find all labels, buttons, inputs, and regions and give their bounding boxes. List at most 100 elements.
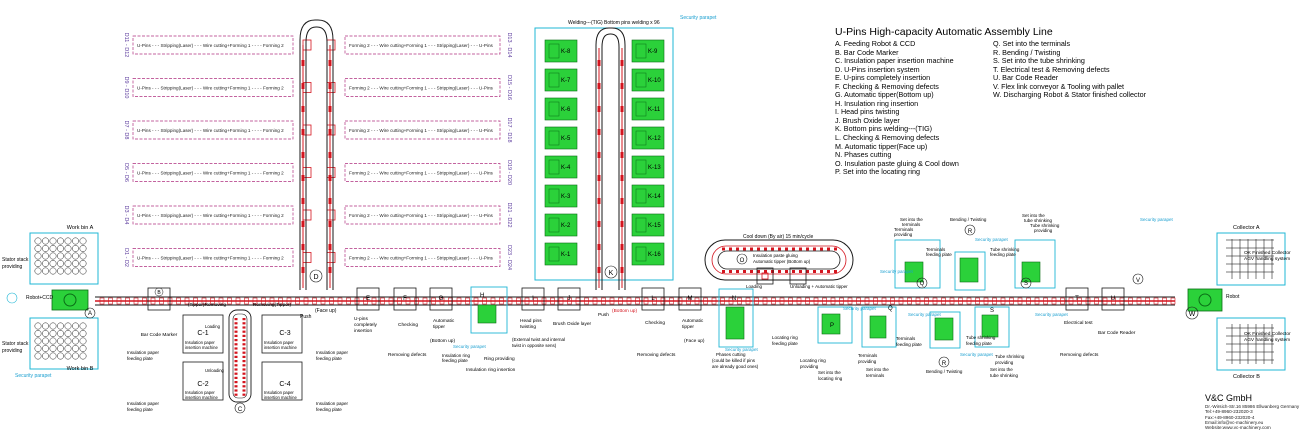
welding-unit[interactable] — [631, 39, 665, 63]
station-i[interactable] — [521, 287, 545, 311]
stator-slot — [64, 345, 72, 352]
welding-unit[interactable] — [631, 242, 665, 266]
station-q-marker — [916, 277, 928, 289]
work-bin-b[interactable] — [34, 322, 87, 360]
machine-c2[interactable] — [182, 361, 224, 401]
stator-stack-top-label-2: providing — [2, 264, 23, 270]
c1-machine-label-1: Insulation paper — [185, 340, 215, 345]
welding-unit[interactable] — [544, 213, 578, 237]
c4-label: C-4 — [279, 381, 290, 388]
pallet-slot — [1128, 297, 1133, 305]
pin-forming-row[interactable] — [132, 78, 294, 97]
welding-unit[interactable] — [631, 68, 665, 92]
stator-slot — [79, 237, 87, 245]
station-n[interactable] — [718, 288, 754, 348]
station-p-frame[interactable] — [817, 306, 853, 344]
pin-forming-row[interactable] — [132, 163, 294, 182]
station-m[interactable] — [678, 287, 702, 311]
q-label-3: Terminals — [894, 227, 914, 232]
pin-forming-row[interactable] — [344, 205, 501, 225]
stator-slot — [49, 245, 57, 252]
pallet-slot — [820, 247, 823, 251]
welder-torch-icon — [548, 101, 560, 117]
pin-row-label: U-Pins - - - Stripping(Laser) - - - Wire… — [137, 43, 284, 48]
c1-machine-label-2: insertion machine — [185, 345, 218, 350]
stator-stack-top-label-1: Stator stack — [2, 257, 29, 263]
pallet-slot — [328, 175, 332, 181]
station-s-bottom[interactable] — [974, 306, 1010, 348]
pin-station-id: D11 - D12 — [123, 33, 129, 58]
pin-forming-row[interactable] — [344, 248, 501, 267]
s-top-label-3: Tube shrinking — [1030, 223, 1060, 228]
collector-a[interactable] — [1226, 239, 1274, 279]
pin-row-label: U-Pins - - - Stripping(Laser) - - - Wire… — [137, 86, 284, 91]
welding-unit[interactable] — [544, 97, 578, 121]
welding-unit[interactable] — [631, 126, 665, 150]
station-h[interactable] — [470, 286, 508, 334]
pin-forming-row[interactable] — [132, 205, 294, 225]
pin-forming-row[interactable] — [132, 35, 294, 55]
loading-unit[interactable] — [756, 267, 774, 285]
pallet-slot — [762, 297, 768, 305]
collector-b[interactable] — [1226, 324, 1274, 364]
station-v-marker — [1132, 273, 1144, 285]
pallet-slot — [873, 297, 878, 305]
welder-torch-icon — [635, 72, 647, 88]
pallet-slot — [533, 297, 538, 305]
pin-forming-row[interactable] — [132, 120, 294, 140]
welding-unit[interactable] — [544, 126, 578, 150]
welding-unit[interactable] — [631, 184, 665, 208]
c1-feeding-label-2: feeding plate — [127, 356, 153, 361]
company-address: Dr.-Wirsich-Str.16 85986 Ellwanberg Germ… — [1205, 404, 1305, 430]
station-g[interactable] — [429, 287, 453, 311]
station-s-top[interactable] — [1014, 239, 1056, 289]
discharging-robot[interactable] — [1187, 288, 1223, 312]
welding-unit[interactable] — [544, 39, 578, 63]
welding-unit[interactable] — [544, 155, 578, 179]
welding-unit[interactable] — [631, 97, 665, 121]
station-l[interactable] — [641, 287, 665, 311]
pallet-slot — [584, 297, 589, 305]
welding-unit[interactable] — [631, 213, 665, 237]
s-top-label-4: providing — [1034, 228, 1053, 233]
welding-unit[interactable] — [544, 242, 578, 266]
station-q-top[interactable] — [894, 239, 941, 289]
station-r-top[interactable] — [954, 251, 986, 291]
pin-forming-row[interactable] — [344, 78, 501, 97]
pallet-slot — [482, 297, 487, 305]
station-f[interactable] — [393, 287, 417, 311]
machine-c4[interactable] — [261, 361, 303, 401]
legend-item: K. Bottom pins welding---(TIG) — [835, 124, 933, 134]
legend-item: D. U-Pins insertion system — [835, 64, 920, 74]
station-q-bottom[interactable] — [861, 306, 897, 348]
welding-unit[interactable] — [544, 184, 578, 208]
pallet-slot — [881, 297, 887, 305]
pin-forming-row[interactable] — [344, 35, 501, 55]
pin-forming-row[interactable] — [132, 248, 294, 267]
feeding-robot-a[interactable] — [51, 289, 89, 311]
pin-row-label: U-Pins - - - Stripping(Laser) - - - Wire… — [137, 171, 284, 176]
unloading-unit[interactable] — [789, 267, 807, 285]
welding-unit[interactable] — [544, 68, 578, 92]
stator-slot — [57, 345, 64, 352]
pin-forming-row[interactable] — [344, 120, 501, 140]
bottom-up-k-label: (Bottom up) — [612, 308, 637, 314]
station-u[interactable] — [1101, 287, 1125, 311]
machine-c3[interactable] — [261, 314, 303, 354]
stator-slot — [34, 330, 42, 337]
station-j-letter: J — [568, 296, 571, 302]
machine-c1[interactable] — [182, 314, 224, 354]
station-t[interactable] — [1065, 287, 1089, 311]
station-b-bar-code-marker[interactable]: B Bar Code Marker (Tipper)Removing Remov… — [141, 287, 292, 338]
pin-forming-row[interactable] — [344, 163, 501, 182]
station-j[interactable] — [557, 287, 581, 311]
welding-unit[interactable] — [631, 155, 665, 179]
station-e[interactable] — [356, 287, 380, 311]
twist-label-2: twist in opposite sens) — [512, 343, 557, 348]
stator-slot — [64, 252, 72, 260]
stator-slot — [72, 330, 79, 337]
work-bin-a[interactable] — [34, 237, 87, 275]
station-r-bottom[interactable] — [929, 311, 961, 349]
stator-slot — [49, 267, 57, 275]
pallet-slot — [473, 297, 479, 305]
